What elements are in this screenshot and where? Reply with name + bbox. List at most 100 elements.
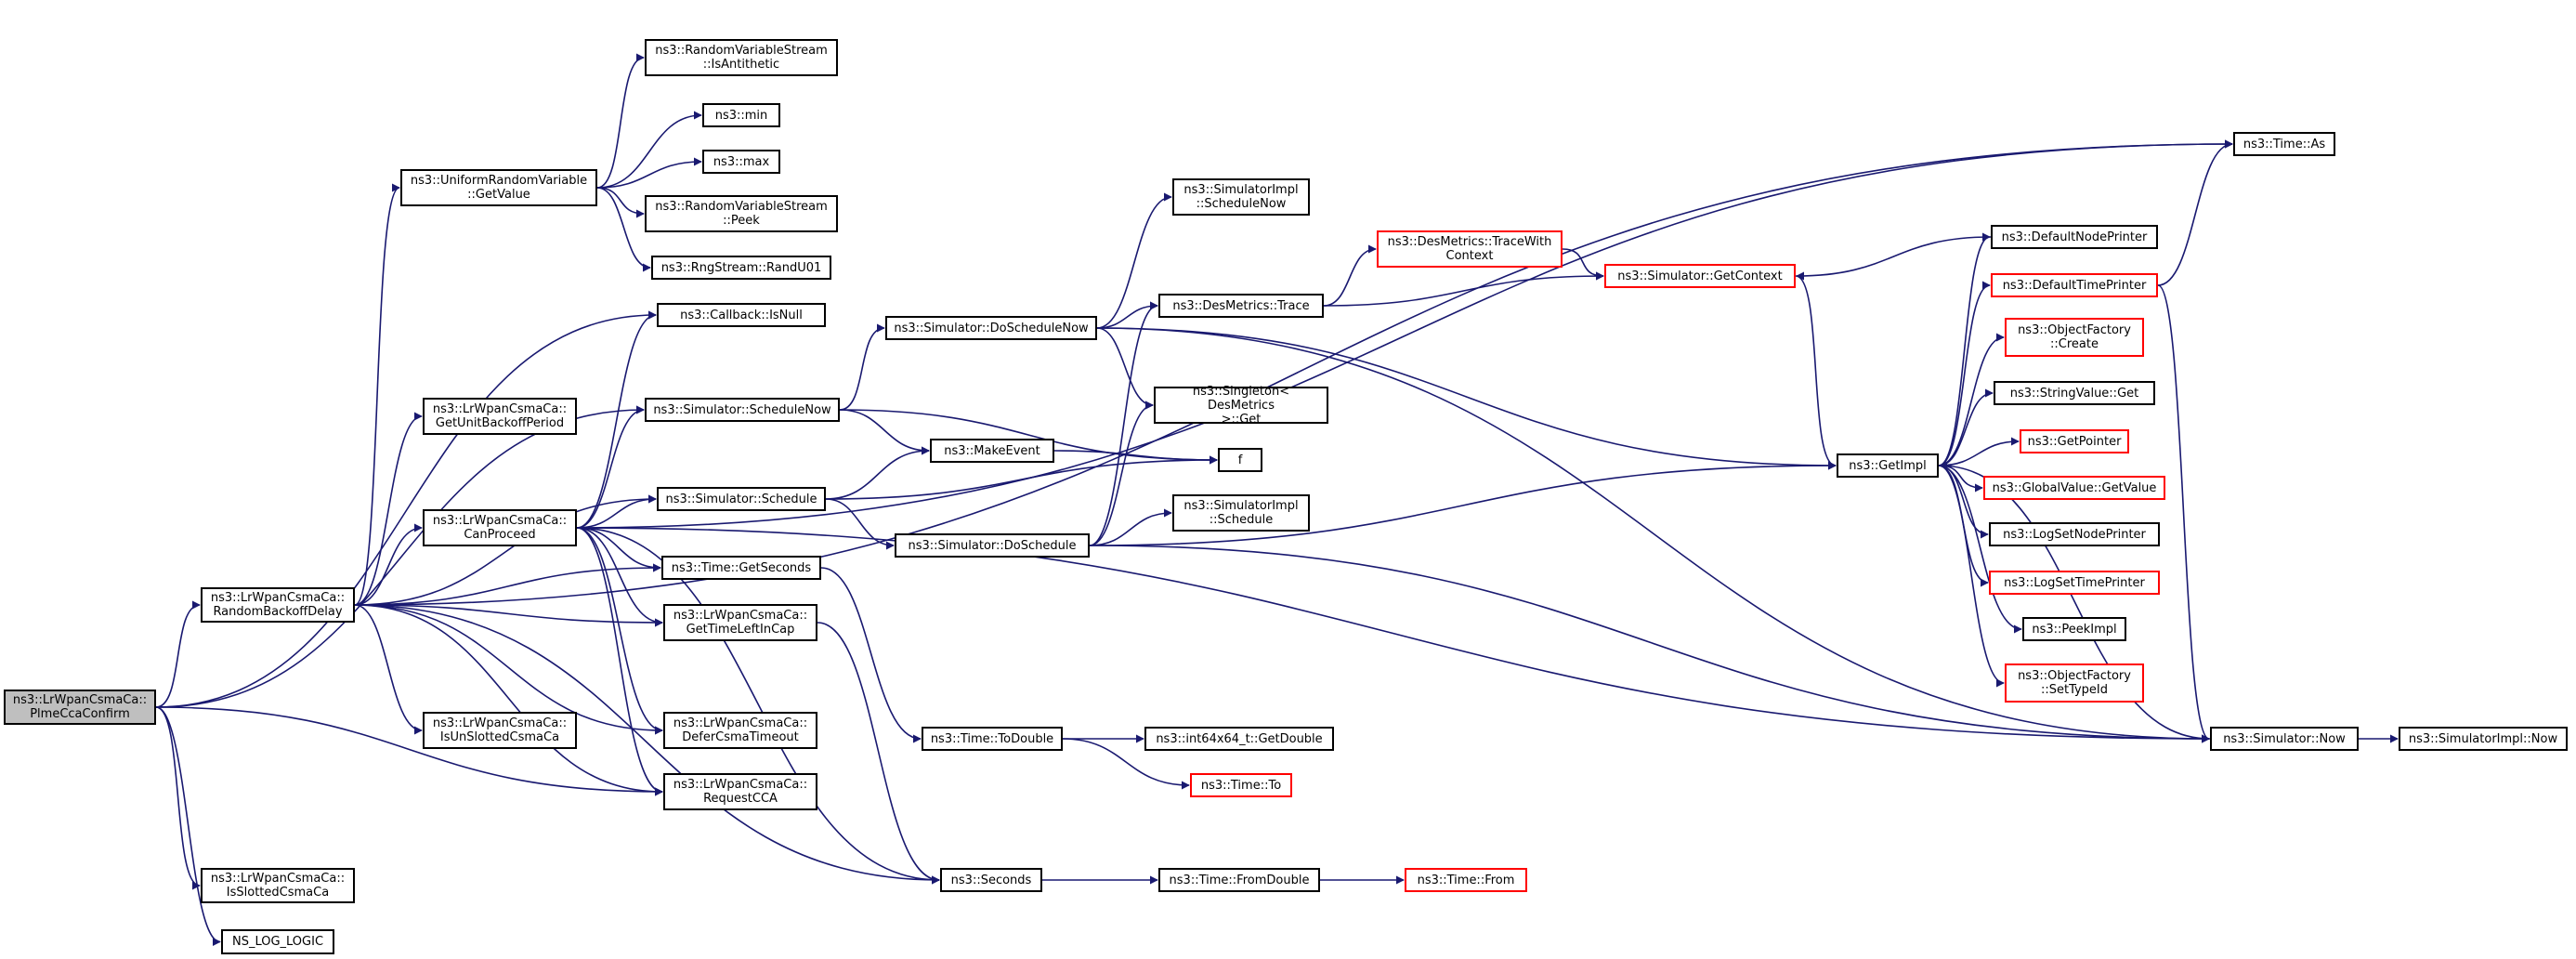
node-default-time-printer[interactable]: ns3::DefaultTimePrinter — [1991, 273, 2158, 297]
edge-desmtrace-to-desmtracectx — [1323, 244, 1377, 307]
node-object-factory-set-type-id[interactable]: ns3::ObjectFactory ::SetTypeId — [2005, 663, 2144, 703]
node-seconds[interactable]: ns3::Seconds — [940, 868, 1042, 892]
edge-canproceed-to-cbisnull — [576, 310, 657, 529]
node-time-from-double[interactable]: ns3::Time::FromDouble — [1158, 868, 1320, 892]
node-log-set-time-printer[interactable]: ns3::LogSetTimePrinter — [1989, 571, 2160, 595]
edge-schednow-to-doschednow — [839, 323, 885, 411]
node-simulator-do-schedule[interactable]: ns3::Simulator::DoSchedule — [895, 533, 1090, 558]
node-simulator-schedule[interactable]: ns3::Simulator::Schedule — [657, 487, 826, 511]
edge-getimpl-to-objfactcreate — [1938, 333, 2005, 466]
node-des-metrics-trace[interactable]: ns3::DesMetrics::Trace — [1158, 294, 1324, 318]
node-int64x64-get-double[interactable]: ns3::int64x64_t::GetDouble — [1144, 727, 1334, 751]
edge-rbd-to-urv — [354, 183, 400, 606]
node-simulator-impl-schedule[interactable]: ns3::SimulatorImpl ::Schedule — [1172, 494, 1310, 532]
edge-desmtrace-to-getctx — [1323, 271, 1604, 307]
node-defer-csma-timeout[interactable]: ns3::LrWpanCsmaCa:: DeferCsmaTimeout — [663, 712, 817, 749]
node-get-unit-backoff-period[interactable]: ns3::LrWpanCsmaCa:: GetUnitBackoffPeriod — [423, 398, 577, 435]
node-plme-cca-confirm: ns3::LrWpanCsmaCa:: PlmeCcaConfirm — [4, 690, 156, 725]
node-can-proceed[interactable]: ns3::LrWpanCsmaCa:: CanProceed — [423, 509, 577, 546]
node-simulator-get-context[interactable]: ns3::Simulator::GetContext — [1604, 264, 1796, 288]
node-peek-impl[interactable]: ns3::PeekImpl — [2022, 617, 2126, 641]
edge-canproceed-to-defercsma — [576, 527, 663, 735]
edge-plme-to-cbisnull — [155, 310, 657, 708]
node-string-value-get[interactable]: ns3::StringValue::Get — [1994, 381, 2155, 405]
node-time-to-double[interactable]: ns3::Time::ToDouble — [922, 727, 1063, 751]
edge-sched-to-makeevent — [825, 446, 930, 500]
edge-doschednow-to-singleton — [1096, 327, 1154, 410]
edge-getimpl-to-defnodeprinter — [1938, 232, 1991, 466]
edge-rbd-to-sched — [354, 494, 657, 606]
node-time-from[interactable]: ns3::Time::From — [1405, 868, 1527, 892]
edge-layer — [155, 53, 2399, 946]
edge-makeevent-to-f — [1053, 450, 1218, 465]
edge-getimpl-to-getpointer — [1938, 437, 2020, 466]
node-is-unslotted-csma-ca[interactable]: ns3::LrWpanCsmaCa:: IsUnSlottedCsmaCa — [423, 712, 577, 749]
edge-gettimeleft-to-seconds — [817, 622, 940, 885]
node-rvs-is-antithetic[interactable]: ns3::RandomVariableStream ::IsAntithetic — [645, 39, 838, 76]
node-object-factory-create[interactable]: ns3::ObjectFactory ::Create — [2005, 318, 2144, 357]
edge-canproceed-to-sched — [576, 494, 657, 529]
edge-rbd-to-gettimeleft — [354, 604, 663, 627]
edge-getimpl-to-peekimpl — [1938, 465, 2022, 634]
edge-getimpl-to-stringvalueget — [1938, 388, 1994, 466]
edge-plme-to-nslog — [155, 706, 221, 946]
node-request-cca[interactable]: ns3::LrWpanCsmaCa:: RequestCCA — [663, 773, 817, 810]
edge-urv-to-rngrand — [596, 187, 651, 272]
node-time-as[interactable]: ns3::Time::As — [2233, 132, 2335, 156]
node-make-event[interactable]: ns3::MakeEvent — [930, 439, 1054, 463]
node-get-pointer[interactable]: ns3::GetPointer — [2020, 429, 2129, 453]
edge-rbd-to-canproceed — [354, 523, 423, 606]
node-get-impl[interactable]: ns3::GetImpl — [1837, 453, 1939, 478]
edge-urv-to-rvspeek — [596, 187, 645, 218]
node-uniform-random-variable-get-value[interactable]: ns3::UniformRandomVariable ::GetValue — [400, 169, 597, 206]
node-rng-stream-rand-u01[interactable]: ns3::RngStream::RandU01 — [651, 256, 831, 280]
edge-plme-to-rbd — [155, 600, 201, 708]
edge-todouble-to-timeto — [1062, 738, 1190, 790]
node-simulator-now[interactable]: ns3::Simulator::Now — [2210, 727, 2359, 751]
edge-plme-to-requestcca — [155, 706, 663, 796]
node-get-time-left-in-cap[interactable]: ns3::LrWpanCsmaCa:: GetTimeLeftInCap — [663, 604, 817, 641]
node-singleton-des-metrics-get[interactable]: ns3::Singleton< DesMetrics >::Get — [1154, 385, 1328, 427]
node-random-backoff-delay[interactable]: ns3::LrWpanCsmaCa:: RandomBackoffDelay — [201, 587, 355, 623]
edge-dosched-to-simimplsched — [1089, 508, 1172, 546]
node-simulator-schedule-now[interactable]: ns3::Simulator::ScheduleNow — [645, 398, 840, 422]
node-time-get-seconds[interactable]: ns3::Time::GetSeconds — [661, 556, 821, 580]
node-global-value-get-value[interactable]: ns3::GlobalValue::GetValue — [1983, 476, 2165, 500]
node-rvs-peek[interactable]: ns3::RandomVariableStream ::Peek — [645, 195, 838, 232]
edge-deftimeprinter-to-timeas — [2157, 139, 2233, 286]
edge-canproceed-to-requestcca — [576, 527, 663, 796]
node-default-node-printer[interactable]: ns3::DefaultNodePrinter — [1991, 225, 2158, 249]
node-callback-is-null[interactable]: ns3::Callback::IsNull — [657, 303, 826, 327]
edge-dosched-to-singleton — [1089, 401, 1154, 546]
edge-doschednow-to-simimplschednow — [1096, 192, 1172, 329]
edge-rbd-to-getseconds — [354, 563, 661, 606]
edge-doschednow-to-simnow — [1096, 327, 2210, 743]
node-log-set-node-printer[interactable]: ns3::LogSetNodePrinter — [1989, 522, 2160, 546]
edge-canproceed-to-gettimeleft — [576, 527, 663, 627]
edge-urv-to-rvsanti — [596, 53, 645, 189]
edge-doschednow-to-getimpl — [1096, 327, 1837, 470]
edge-rbd-to-isunslotted — [354, 604, 423, 735]
edge-dosched-to-simnow — [1089, 545, 2210, 743]
edge-canproceed-to-schednow — [576, 405, 645, 529]
node-simulator-do-schedule-now[interactable]: ns3::Simulator::DoScheduleNow — [885, 316, 1097, 340]
node-is-slotted-csma-ca[interactable]: ns3::LrWpanCsmaCa:: IsSlottedCsmaCa — [201, 868, 355, 903]
node-ns3-min[interactable]: ns3::min — [702, 103, 780, 127]
edge-desmtracectx-to-getctx — [1562, 248, 1604, 281]
node-simulator-impl-schedule-now[interactable]: ns3::SimulatorImpl ::ScheduleNow — [1172, 178, 1310, 216]
edge-sched-to-dosched — [825, 498, 895, 550]
edge-rbd-to-requestcca — [354, 604, 663, 796]
node-simulator-impl-now[interactable]: ns3::SimulatorImpl::Now — [2399, 727, 2568, 751]
node-des-metrics-trace-with-context[interactable]: ns3::DesMetrics::TraceWith Context — [1377, 230, 1563, 268]
node-f[interactable]: f — [1218, 448, 1262, 472]
edge-urv-to-max — [596, 157, 702, 189]
edge-canproceed-to-simnow — [576, 527, 2210, 743]
node-ns3-max[interactable]: ns3::max — [702, 150, 780, 174]
node-time-to[interactable]: ns3::Time::To — [1190, 773, 1292, 797]
node-ns-log-logic[interactable]: NS_LOG_LOGIC — [221, 929, 334, 954]
edge-canproceed-to-getseconds — [576, 527, 661, 572]
edge-schednow-to-makeevent — [839, 409, 930, 455]
edge-canproceed-to-seconds — [576, 527, 940, 885]
edge-sched-to-f — [825, 455, 1218, 500]
